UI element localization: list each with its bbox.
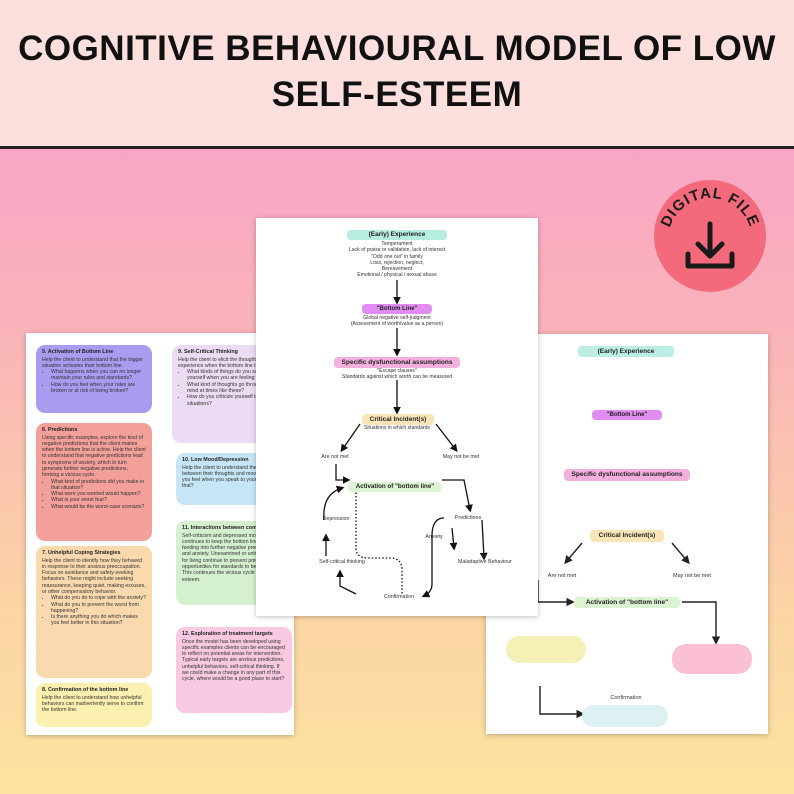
right-incident-pill: Critical Incident(s) — [590, 530, 664, 542]
right-blank-box-pink — [672, 644, 752, 674]
card-bullet: What do you do to cope with the anxiety? — [51, 595, 146, 601]
early-item: Temperament — [381, 241, 413, 247]
mid-early-experience-pill: (Early) Experience — [347, 230, 447, 240]
right-may-not-be-met: May not be met — [673, 573, 711, 579]
card-bullet: How do you criticize yourself in these s… — [187, 394, 282, 407]
title-line-1: COGNITIVE BEHAVIOURAL MODEL OF LOW — [18, 29, 776, 68]
card-bullet: What kinds of things do you say to yours… — [187, 369, 282, 382]
card-bullet: What would be the worst-case scenario? — [51, 504, 146, 510]
assumption-item: Standards against which worth can be mea… — [341, 374, 453, 381]
mid-assumption-items: "Escape clauses" Standards against which… — [312, 368, 482, 381]
card-bullet: What do you to prevent the worst from ha… — [51, 602, 146, 615]
mid-incident-pill: Critical Incident(s) — [362, 414, 434, 425]
mid-self-critical: Self-critical thinking — [319, 559, 365, 565]
right-assumptions-pill: Specific dysfunctional assumptions — [564, 469, 690, 481]
header-banner: COGNITIVE BEHAVIOURAL MODEL OF LOW SELF-… — [0, 0, 794, 149]
right-bottom-line-pill: "Bottom Line" — [592, 410, 662, 420]
card-self-critical: 9. Self-Critical Thinking Help the clien… — [172, 345, 288, 443]
right-blank-box-confirmation — [582, 705, 668, 727]
card-predictions: 6. Predictions Using specific examples, … — [36, 423, 152, 541]
download-icon — [685, 221, 735, 269]
card-text: Using specific examples, explore the kin… — [42, 434, 146, 479]
card-title: 12. Exploration of treatment targets — [182, 631, 273, 637]
card-title: 10. Low Mood/Depression — [182, 457, 249, 463]
card-bullet: What is your worst fear? — [51, 497, 146, 503]
card-title: 11. Interactions between components — [182, 525, 278, 531]
mid-depression: Depression — [322, 516, 350, 522]
early-item: Emotional / physical / sexual abuse — [357, 272, 437, 279]
assumption-item: "Escape clauses" — [377, 368, 417, 374]
card-bullet: What kind of thoughts go through your mi… — [187, 382, 282, 395]
card-title: 7. Unhelpful Coping Strategies — [42, 550, 121, 556]
right-blank-box-yellow — [506, 636, 586, 663]
card-bullet: What kind of predictions did you make in… — [51, 479, 146, 492]
card-text: Help the client to understand how unhelp… — [42, 694, 144, 714]
mid-incident-note: Situations in which standards — [364, 425, 430, 431]
mid-predictions: Predictions — [454, 515, 482, 521]
early-item: "Odd one out" in family — [371, 253, 423, 260]
early-item: Bereavement — [381, 266, 413, 273]
mid-anxiety: Anxiety — [425, 534, 443, 540]
card-title: 8. Confirmation of the bottom line — [42, 687, 129, 693]
card-text: Help the client to identify how they beh… — [42, 557, 146, 595]
digital-file-badge: DIGITAL FILE — [654, 180, 766, 292]
badge-graphic: DIGITAL FILE — [658, 185, 761, 269]
card-bullet: How do you feel when your rules are brok… — [51, 382, 146, 395]
left-worksheet-page: 5. Activation of Bottom Line Help the cl… — [26, 333, 294, 735]
card-activation: 5. Activation of Bottom Line Help the cl… — [36, 345, 152, 413]
card-text: Help the client to understand the link b… — [182, 464, 280, 490]
mid-assumptions-pill: Specific dysfunctional assumptions — [334, 357, 460, 368]
mid-maladaptive: Maladaptive Behaviour — [458, 559, 512, 565]
middle-flow-arrows — [322, 280, 488, 598]
right-confirmation-label: Confirmation — [610, 695, 642, 701]
card-text: Help the client to understand that the t… — [42, 356, 143, 369]
mid-confirmation: Confirmation — [383, 594, 415, 600]
right-activation-pill: Activation of "bottom line" — [574, 597, 680, 608]
card-text: Self-criticism and depressed mood contin… — [182, 532, 282, 583]
right-early-experience-pill: (Early) Experience — [578, 346, 674, 357]
card-text: Help the client to elicit the thoughts t… — [178, 356, 275, 369]
early-item: Loss, rejection, neglect, — [370, 259, 424, 266]
card-text: Once the model has been developed using … — [182, 638, 285, 683]
card-confirmation: 8. Confirmation of the bottom line Help … — [36, 683, 152, 727]
right-flow-arrows — [537, 542, 721, 719]
card-bullet: What happens when you can no longer main… — [51, 369, 146, 382]
mid-are-not-met: Are not met — [321, 454, 349, 460]
card-coping: 7. Unhelpful Coping Strategies Help the … — [36, 546, 152, 678]
title-line-2: SELF-ESTEEM — [271, 75, 523, 114]
mid-may-not-be-met: May not be met — [442, 454, 480, 460]
right-are-not-met: Are not met — [547, 573, 577, 579]
card-title: 6. Predictions — [42, 427, 78, 433]
card-title: 5. Activation of Bottom Line — [42, 349, 114, 355]
card-treatment-targets: 12. Exploration of treatment targets Onc… — [176, 627, 292, 713]
bottom-item: (Assessment of worth/value as a person) — [350, 321, 444, 328]
middle-diagram-page: (Early) Experience Temperament Lack of p… — [256, 218, 538, 616]
card-title: 9. Self-Critical Thinking — [178, 349, 238, 355]
early-item: Lack of praise or validation, lack of in… — [348, 247, 446, 254]
mid-early-items: Temperament Lack of praise or validation… — [312, 241, 482, 279]
card-bullet: What were you worried would happen? — [51, 491, 146, 497]
mid-bottom-items: Global negative self-judgment (Assessmen… — [312, 315, 482, 328]
card-bullet: Is there anything you do which makes you… — [51, 614, 146, 627]
bottom-item: Global negative self-judgment — [363, 315, 431, 321]
page-title: COGNITIVE BEHAVIOURAL MODEL OF LOW SELF-… — [0, 26, 794, 118]
mid-activation-pill: Activation of "bottom line" — [348, 482, 442, 492]
mid-bottom-line-pill: "Bottom Line" — [362, 304, 432, 314]
